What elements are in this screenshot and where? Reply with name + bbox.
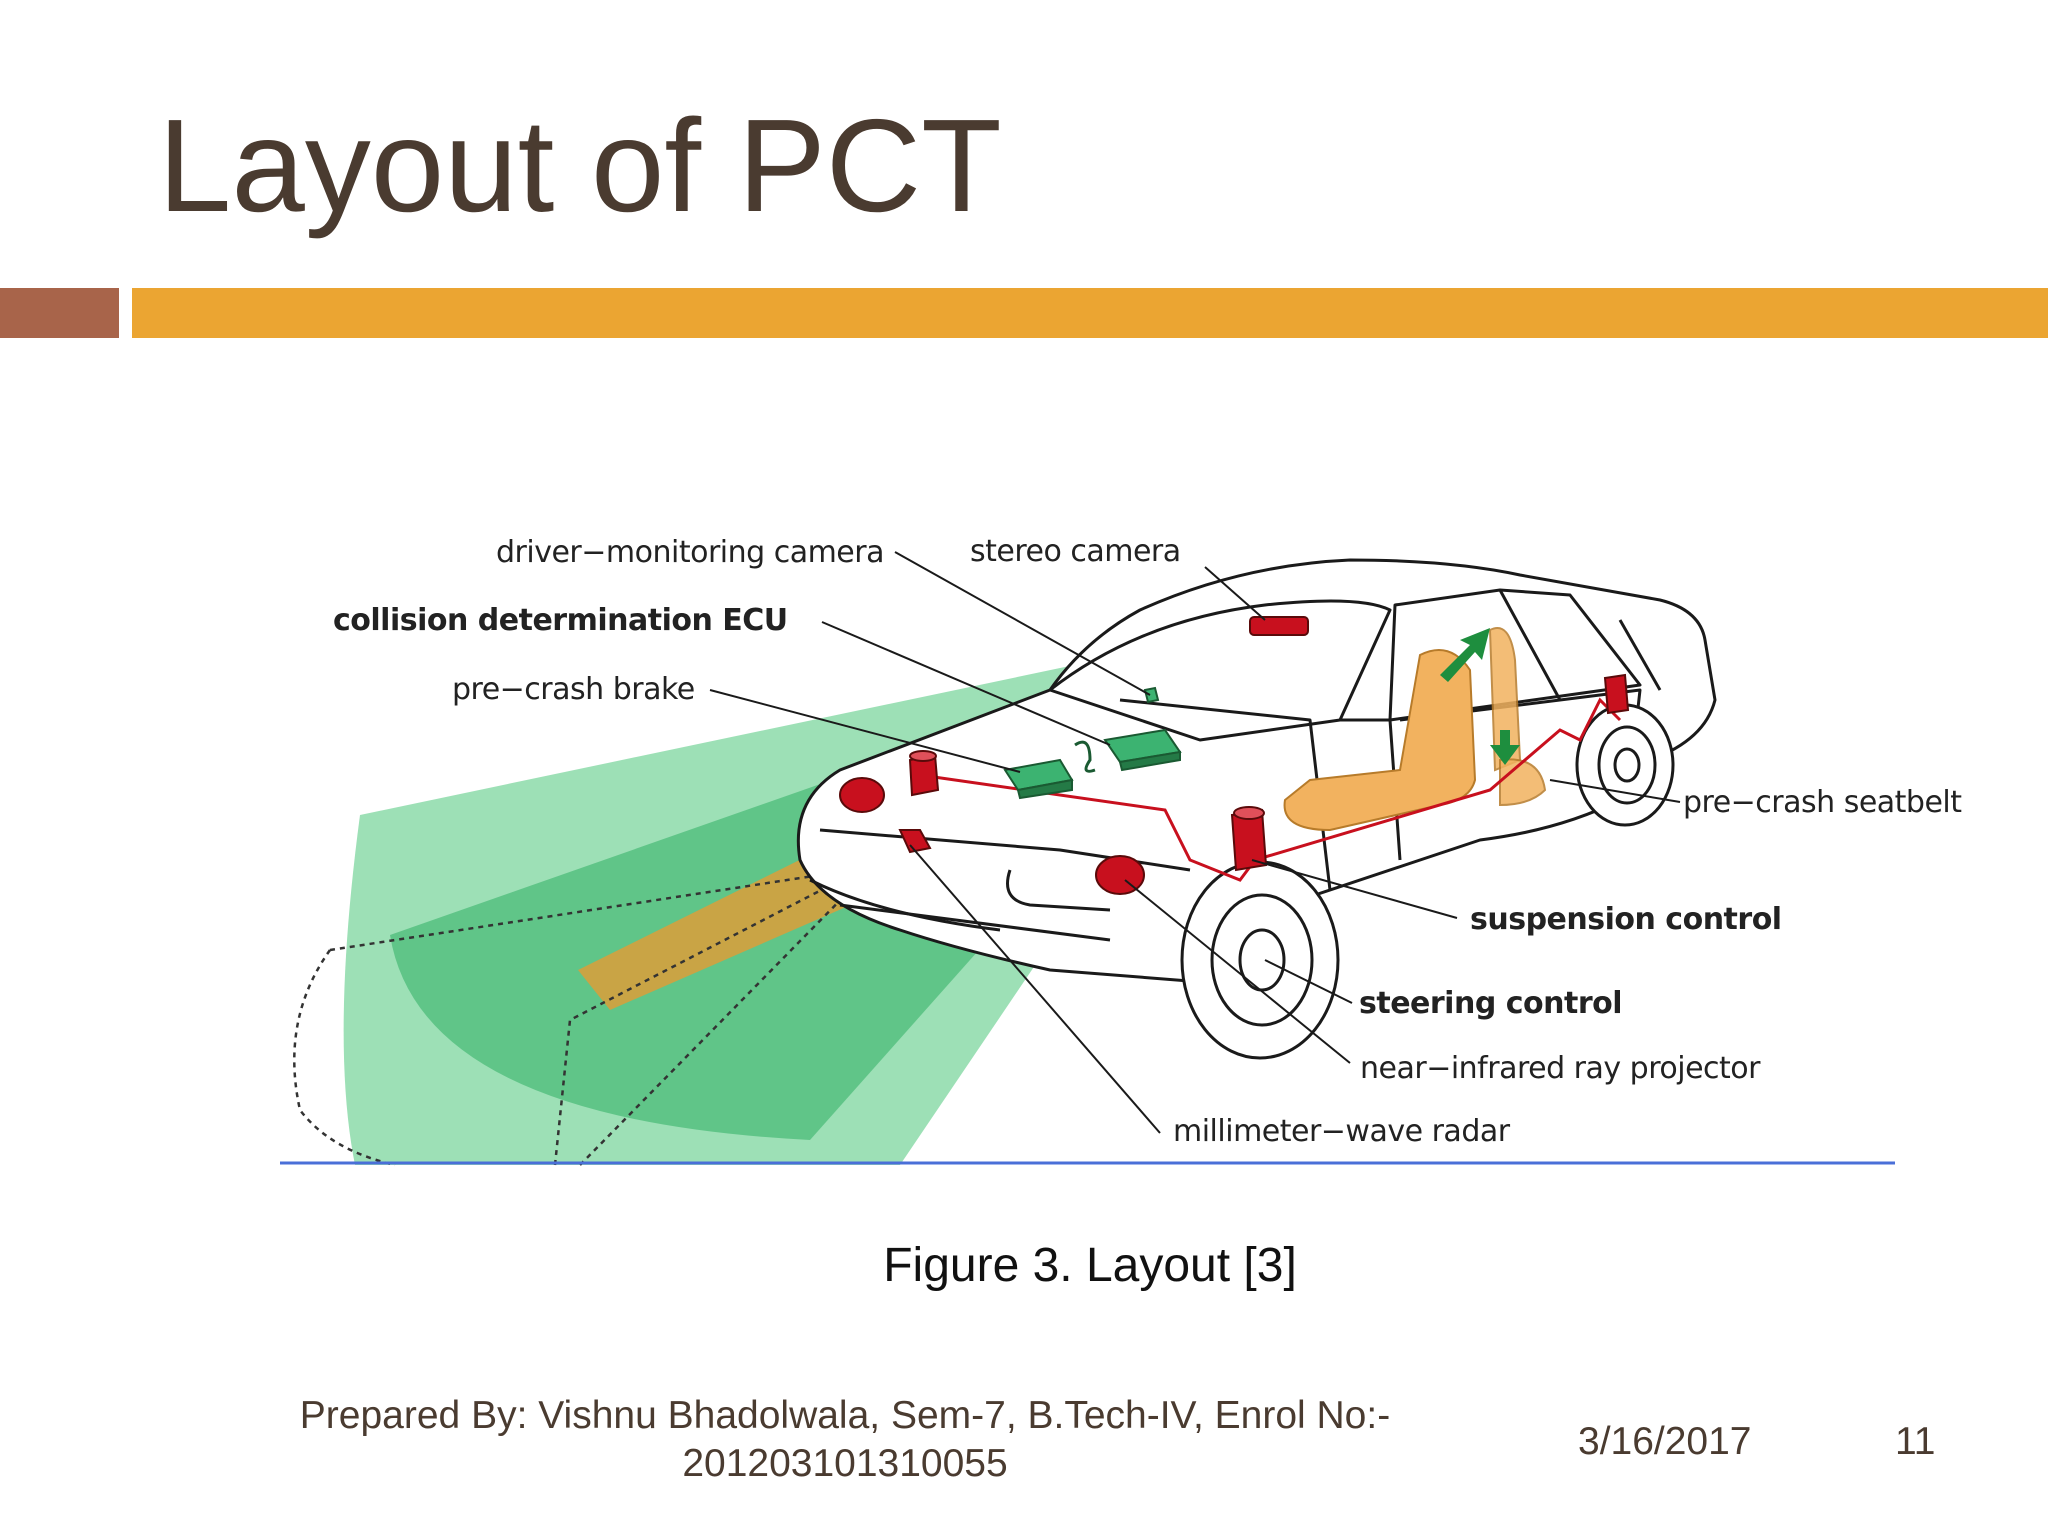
front-wheel xyxy=(1180,860,1340,1060)
footer-page-number: 11 xyxy=(1895,1420,1936,1463)
control-wiring xyxy=(919,697,1622,882)
footer-date: 3/16/2017 xyxy=(1578,1420,1752,1463)
driver-camera-unit xyxy=(1143,686,1160,704)
label-pre-crash-seatbelt: pre−crash seatbelt xyxy=(1683,785,1962,820)
actuator-units xyxy=(839,616,1630,895)
seatbelt-arrow-lower xyxy=(1490,730,1520,765)
label-near-infrared-projector: near−infrared ray projector xyxy=(1360,1051,1761,1086)
detection-outline-inner xyxy=(553,868,861,1166)
rear-wheel xyxy=(1575,703,1675,827)
label-pre-crash-brake: pre−crash brake xyxy=(452,672,695,707)
label-stereo-camera: stereo camera xyxy=(970,534,1181,569)
label-steering-control: steering control xyxy=(1359,986,1622,1021)
footer-prepared-by: Prepared By: Vishnu Bhadolwala, Sem-7, B… xyxy=(299,1394,1391,1485)
title-divider-bar xyxy=(132,288,2048,338)
seatbelt-arrow-upper xyxy=(1440,628,1490,682)
label-driver-monitoring-camera: driver−monitoring camera xyxy=(496,535,884,570)
title-accent-block xyxy=(0,288,119,338)
detection-outline-ray xyxy=(579,879,861,1166)
collision-ecu-unit xyxy=(1103,728,1182,772)
brake-unit xyxy=(1003,740,1096,800)
label-millimeter-wave-radar: millimeter−wave radar xyxy=(1173,1114,1511,1149)
detection-outline-outer xyxy=(293,949,396,1167)
car-outline xyxy=(796,558,1717,987)
detection-outline-top xyxy=(329,873,821,952)
figure-caption: Figure 3. Layout [3] xyxy=(883,1239,1297,1292)
label-collision-ecu: collision determination ECU xyxy=(333,603,788,638)
label-suspension-control: suspension control xyxy=(1470,902,1782,937)
leader-lines xyxy=(709,551,1681,1134)
slide-title: Layout of PCT xyxy=(158,92,1002,239)
